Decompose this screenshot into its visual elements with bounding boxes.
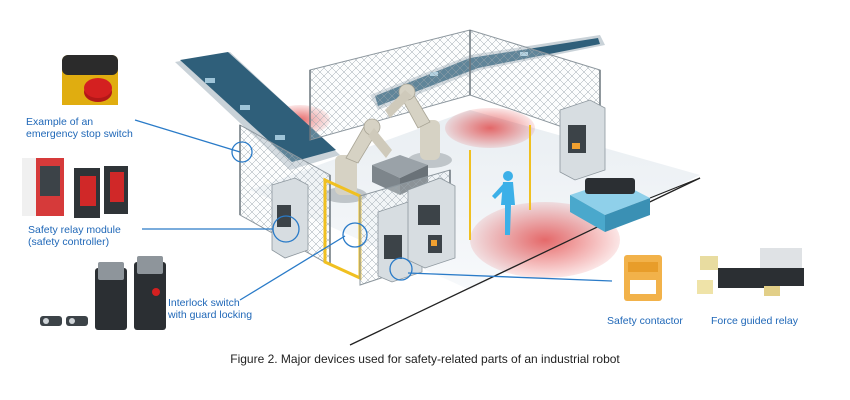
conveyor-left (175, 52, 340, 170)
operator-figure-icon (492, 171, 515, 235)
control-cabinet-front-right (407, 177, 456, 269)
callout-lines (134, 119, 613, 301)
robot-arm-front (323, 118, 392, 203)
control-cabinet-right (559, 99, 606, 181)
safety-contactor-icon (624, 255, 662, 301)
safety-relay-module-icon (22, 158, 128, 218)
label-interlock-switch: Interlock switch with guard locking (168, 297, 253, 321)
label-safety-relay-module: Safety relay module (safety controller) (28, 224, 121, 248)
label-emergency-stop-switch: Example of an emergency stop switch (26, 116, 133, 140)
interlock-switch-icon (40, 256, 166, 330)
control-cabinet-front-left (271, 177, 309, 259)
figure-caption: Figure 2. Major devices used for safety-… (230, 352, 620, 366)
agv-vehicle (570, 177, 701, 232)
emergency-stop-switch-icon (62, 55, 118, 105)
safety-zone-back (445, 108, 535, 148)
fence-back (309, 29, 601, 141)
label-force-guided-relay: Force guided relay (711, 315, 798, 327)
force-guided-relay-icon (697, 248, 804, 296)
label-safety-contactor: Safety contactor (607, 315, 683, 327)
